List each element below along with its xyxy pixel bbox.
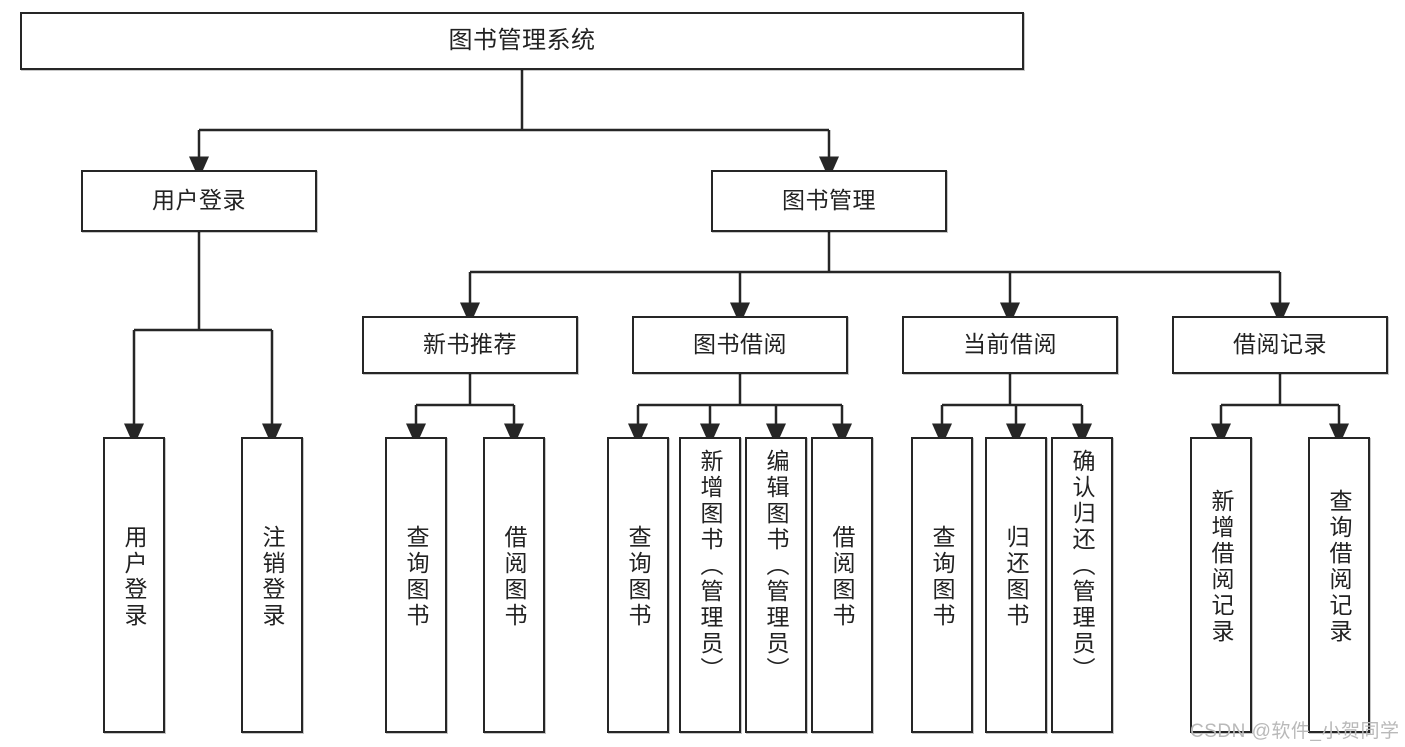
node-label: 新增图书（管理员） (697, 449, 724, 683)
node-label: 注销登录 (259, 525, 286, 629)
node-label: 借阅记录 (1233, 331, 1327, 358)
node-label: 用户登录 (121, 525, 148, 629)
node-level3-图书借阅[interactable]: 图书借阅 (632, 316, 848, 374)
node-leaf-新增图书管理员[interactable]: 新增图书（管理员） (679, 437, 741, 733)
node-level2-用户登录[interactable]: 用户登录 (81, 170, 317, 232)
node-label: 查询借阅记录 (1326, 489, 1353, 645)
node-label: 查询图书 (403, 525, 430, 629)
node-label: 图书管理 (782, 187, 876, 214)
node-root-图书管理系统[interactable]: 图书管理系统 (20, 12, 1024, 70)
node-label: 借阅图书 (501, 525, 528, 629)
node-label: 查询图书 (929, 525, 956, 629)
node-level2-图书管理[interactable]: 图书管理 (711, 170, 947, 232)
node-label: 借阅图书 (829, 525, 856, 629)
watermark-text: CSDN @软件_小贺同学 (1190, 721, 1400, 742)
node-leaf-编辑图书管理员[interactable]: 编辑图书（管理员） (745, 437, 807, 733)
node-leaf-查询图书[interactable]: 查询图书 (607, 437, 669, 733)
node-level3-借阅记录[interactable]: 借阅记录 (1172, 316, 1388, 374)
node-leaf-用户登录[interactable]: 用户登录 (103, 437, 165, 733)
node-leaf-注销登录[interactable]: 注销登录 (241, 437, 303, 733)
node-label: 当前借阅 (963, 331, 1057, 358)
node-label: 用户登录 (152, 187, 246, 214)
node-label: 归还图书 (1003, 525, 1030, 629)
node-leaf-查询借阅记录[interactable]: 查询借阅记录 (1308, 437, 1370, 733)
node-leaf-查询图书[interactable]: 查询图书 (911, 437, 973, 733)
node-label: 图书借阅 (693, 331, 787, 358)
node-leaf-借阅图书[interactable]: 借阅图书 (483, 437, 545, 733)
node-leaf-借阅图书[interactable]: 借阅图书 (811, 437, 873, 733)
node-level3-当前借阅[interactable]: 当前借阅 (902, 316, 1118, 374)
node-label: 新增借阅记录 (1208, 489, 1235, 645)
node-leaf-查询图书[interactable]: 查询图书 (385, 437, 447, 733)
node-label: 图书管理系统 (448, 26, 596, 54)
node-level3-新书推荐[interactable]: 新书推荐 (362, 316, 578, 374)
node-leaf-归还图书[interactable]: 归还图书 (985, 437, 1047, 733)
node-label: 新书推荐 (423, 331, 517, 358)
node-leaf-新增借阅记录[interactable]: 新增借阅记录 (1190, 437, 1252, 733)
node-leaf-确认归还管理员[interactable]: 确认归还（管理员） (1051, 437, 1113, 733)
node-label: 确认归还（管理员） (1069, 449, 1096, 683)
node-label: 编辑图书（管理员） (763, 449, 790, 683)
node-label: 查询图书 (625, 525, 652, 629)
